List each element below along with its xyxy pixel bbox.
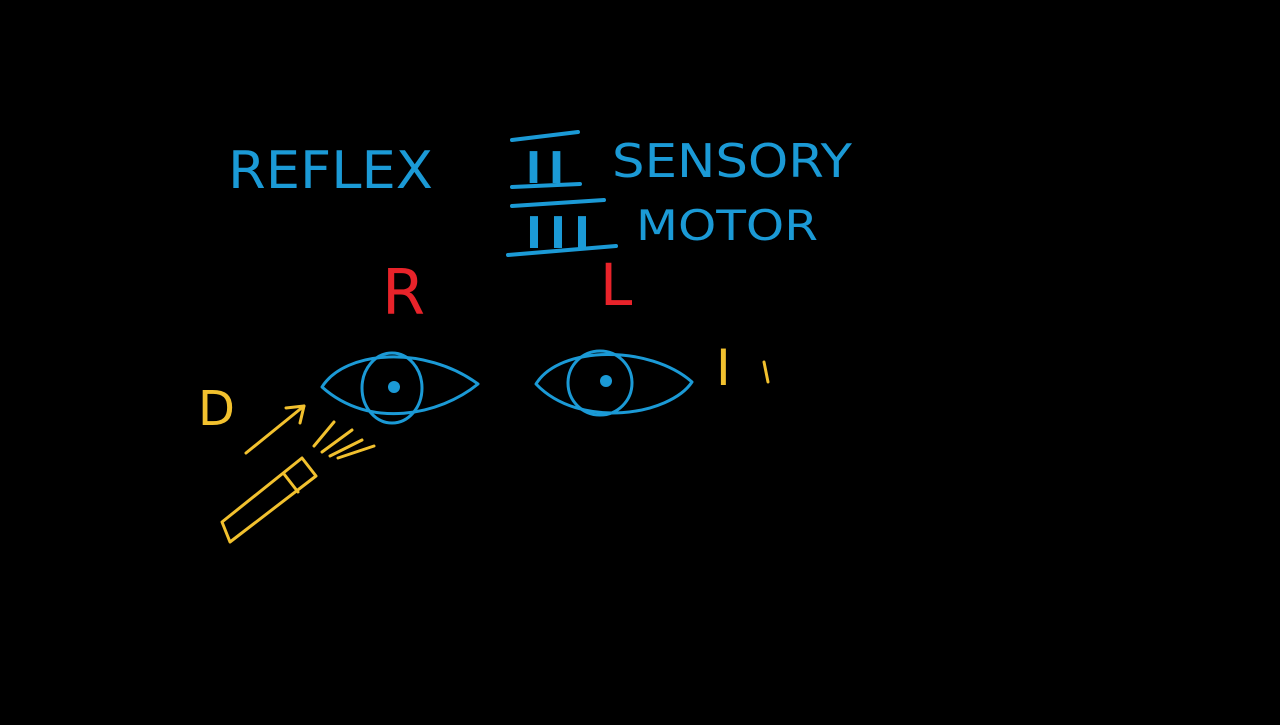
- left-pupil: [600, 375, 612, 387]
- nerve-sensory-numeral-text: II: [522, 143, 568, 194]
- nerve-motor-label: MOTOR: [636, 201, 818, 250]
- nerve-sensory-label: SENSORY: [612, 134, 853, 188]
- right-eye-label: R: [382, 256, 425, 329]
- penlight-icon: [220, 456, 318, 544]
- right-pupil: [388, 381, 400, 393]
- indirect-mark-tick: [762, 360, 770, 384]
- light-rays-icon: [312, 420, 376, 460]
- arrow-icon: [244, 404, 306, 455]
- left-eye-icon: [534, 349, 694, 417]
- nerve-motor-numeral: III: [506, 198, 618, 259]
- left-eye-label: L: [600, 251, 632, 319]
- nerve-sensory-numeral: II: [510, 130, 582, 194]
- reflex-title: REFLEX: [228, 141, 433, 201]
- indirect-mark: I: [716, 339, 731, 397]
- nerve-motor-numeral-text: III: [522, 208, 594, 259]
- right-eye-icon: [320, 351, 480, 425]
- direct-mark: D: [198, 381, 235, 437]
